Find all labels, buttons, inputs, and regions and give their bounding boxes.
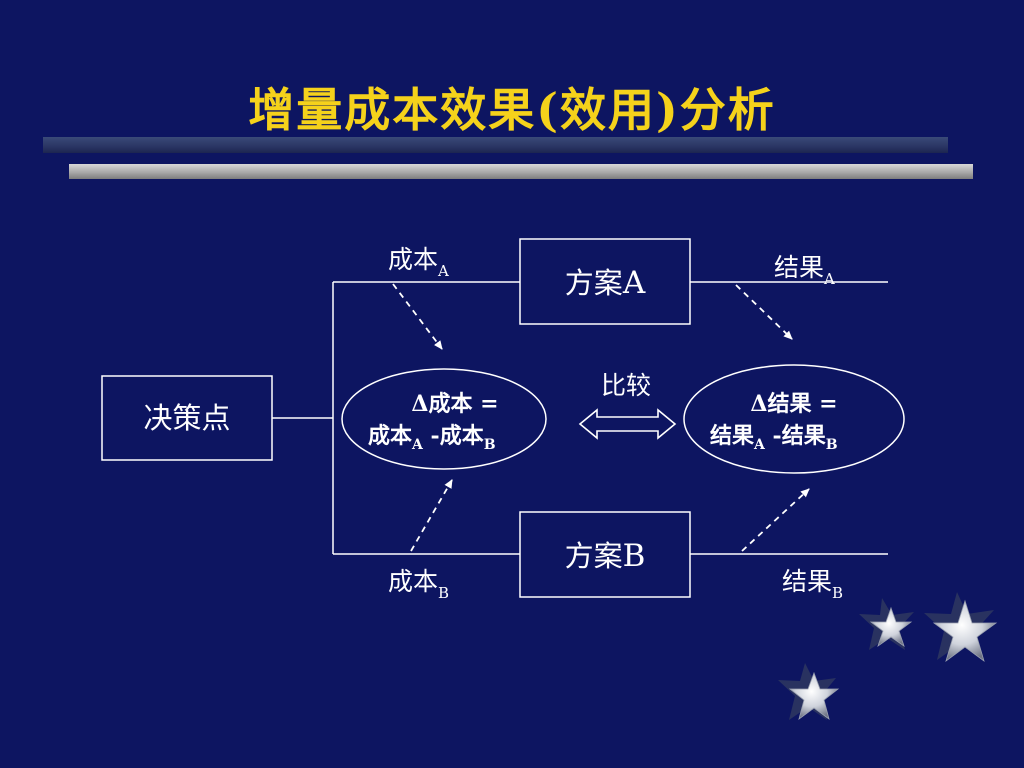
option-b-label: 方案B [565, 538, 646, 574]
delta-result-term1-sub: A [753, 437, 766, 453]
delta-cost-term2-sub: B [484, 437, 496, 453]
delta-cost-term2: 成本 [440, 423, 484, 449]
delta-cost-line1: Δ成本 = [411, 391, 498, 417]
cost-b-label: 成本B [388, 567, 449, 602]
compare-double-arrow [578, 408, 677, 440]
star-icon [778, 663, 840, 720]
title-underline-dark [43, 137, 948, 153]
delta-cost-term1-sub: A [411, 437, 424, 453]
cost-b-sub: B [438, 584, 449, 602]
result-a-text: 结果 [774, 253, 824, 282]
delta-result-term2-sub: B [826, 437, 838, 453]
result-a-arrow [735, 284, 793, 340]
title-underline-light [69, 164, 973, 179]
result-b-sub: B [832, 584, 843, 602]
decision-node-label: 决策点 [143, 401, 230, 435]
delta-cost-minus: - [423, 423, 440, 449]
delta-result-ellipse [683, 364, 905, 474]
cost-a-sub: A [437, 262, 449, 280]
star-icon [924, 592, 998, 663]
result-a-label: 结果A [774, 253, 835, 288]
delta-result-term1: 结果 [710, 423, 754, 449]
slide-title: 增量成本效果(效用)分析 [248, 83, 776, 137]
cost-a-label: 成本A [388, 245, 449, 280]
option-a-letter: A [622, 265, 646, 301]
result-b-text: 结果 [782, 567, 832, 596]
cost-b-text: 成本 [388, 567, 438, 596]
cost-a-text: 成本 [388, 245, 438, 274]
star-icon [859, 598, 914, 650]
delta-cost-ellipse [341, 368, 547, 470]
cost-b-arrow [410, 479, 453, 552]
delta-cost-term1: 成本 [368, 423, 412, 449]
compare-label: 比较 [601, 371, 651, 400]
result-a-sub: A [823, 270, 835, 288]
cost-a-arrow [392, 283, 443, 350]
result-b-label: 结果B [782, 567, 843, 602]
option-a-text: 方案 [565, 266, 623, 300]
option-b-text: 方案 [565, 539, 623, 573]
delta-result-line2: 结果A -结果B [710, 423, 838, 453]
delta-result-line1: Δ结果 = [750, 391, 837, 417]
delta-result-minus: - [765, 423, 782, 449]
result-b-arrow [741, 488, 810, 552]
delta-cost-line2: 成本A -成本B [368, 423, 496, 453]
option-a-label: 方案A [565, 265, 646, 301]
delta-result-term2: 结果 [782, 423, 826, 449]
option-b-letter: B [623, 538, 646, 574]
